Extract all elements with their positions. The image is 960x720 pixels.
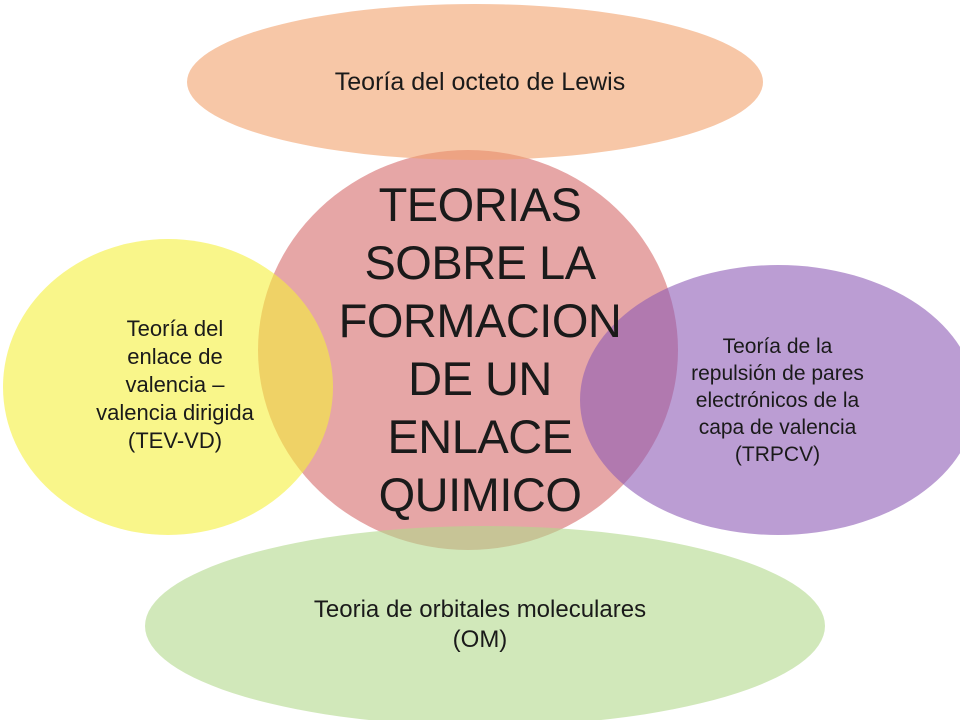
top-ellipse [187,4,763,160]
bottom-ellipse [145,526,825,720]
node-label-trpcv: Teoría de la repulsión de pares electrón… [691,334,864,466]
node-label-om: Teoria de orbitales moleculares (OM) [313,596,647,653]
right-circle [580,265,960,535]
node-label-tev-vd: Teoría del enlace de valencia – valencia… [96,316,254,453]
center-title: TEORIAS SOBRE LA FORMACION DE UN ENLACE … [338,178,622,521]
left-circle [3,239,333,535]
node-label-lewis: Teoría del octeto de Lewis [334,68,626,96]
center-circle [258,150,678,550]
